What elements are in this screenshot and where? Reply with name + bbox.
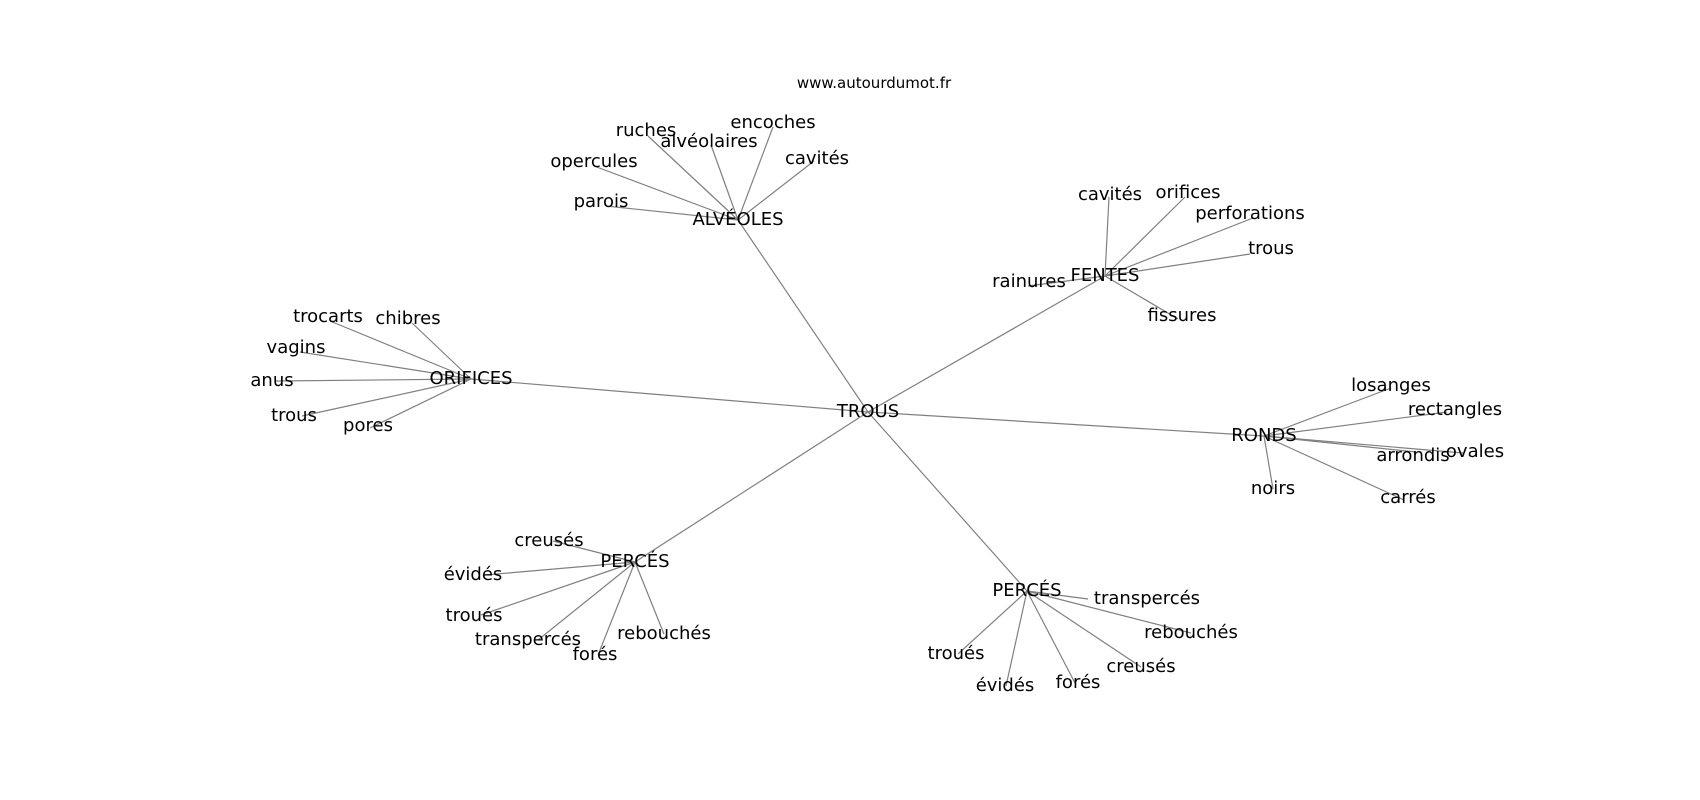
edge-center-fentes <box>867 275 1106 413</box>
edge-perces-right-leaf <box>1026 590 1142 668</box>
leaf-node: noirs <box>1251 478 1295 499</box>
edge-alveoles-leaf <box>647 135 739 221</box>
edge-orifices-leaf <box>301 378 472 417</box>
leaf-node: pores <box>343 415 393 436</box>
leaf-node: orifices <box>1155 182 1220 203</box>
leaf-node: alvéolaires <box>660 131 757 152</box>
edge-fentes-leaf <box>1104 196 1186 277</box>
leaf-node: creusés <box>1106 656 1175 677</box>
hub-node-perces-left: PERCÉS <box>600 550 669 572</box>
edges-layer <box>275 126 1464 687</box>
edge-perces-left-leaf <box>480 561 636 616</box>
leaf-node: losanges <box>1351 375 1431 396</box>
edge-ronds-leaf <box>1263 411 1448 437</box>
labels-layer: www.autourdumot.fr TROUS ALVÉOLES ruchesal… <box>250 74 1504 696</box>
leaf-node: ruches <box>616 120 677 141</box>
leaf-node: trocarts <box>293 306 363 327</box>
leaf-node: transpercés <box>475 629 581 650</box>
edge-fentes-leaf <box>1104 217 1254 277</box>
credit-text: www.autourdumot.fr <box>797 74 952 92</box>
edge-center-alveoles <box>737 219 869 413</box>
edge-center-perces-right <box>867 411 1028 592</box>
leaf-node: vagins <box>267 337 326 358</box>
hub-node-perces-right: PERCÉS <box>992 579 1061 601</box>
edge-perces-right-leaf <box>1005 590 1028 687</box>
edge-fentes-leaf <box>1104 253 1251 277</box>
leaf-node: carrés <box>1380 487 1435 508</box>
leaf-node: chibres <box>375 308 440 329</box>
leaf-node: rebouchés <box>617 623 711 644</box>
leaf-node: rectangles <box>1408 399 1502 420</box>
edge-perces-left-leaf <box>537 561 636 641</box>
edge-fentes-leaf <box>1027 275 1106 287</box>
edge-orifices-leaf <box>299 351 472 380</box>
leaf-node: parois <box>574 191 629 212</box>
edge-ronds-leaf <box>1263 387 1392 437</box>
hub-node-orifices: ORIFICES <box>429 368 512 389</box>
edge-perces-left-leaf <box>597 561 636 656</box>
edge-fentes-leaf <box>1104 196 1110 277</box>
edge-orifices-leaf <box>411 322 472 380</box>
leaf-node: rebouchés <box>1144 622 1238 643</box>
leaf-node: anus <box>250 370 293 391</box>
edge-center-perces-left <box>634 411 869 563</box>
edge-perces-left-leaf <box>552 540 636 563</box>
edge-center-orifices <box>470 378 869 413</box>
edge-ronds-leaf <box>1263 435 1464 454</box>
edge-alveoles-leaf <box>737 126 774 221</box>
edge-perces-right-leaf <box>1026 590 1192 634</box>
leaf-node: perforations <box>1195 203 1305 224</box>
edge-ronds-leaf <box>1263 435 1274 490</box>
edge-alveoles-leaf <box>605 205 739 221</box>
leaf-node: encoches <box>730 112 815 133</box>
edge-perces-left-leaf <box>484 561 636 576</box>
leaf-node: fissures <box>1148 305 1217 326</box>
leaf-node: forés <box>573 644 618 665</box>
edge-ronds-leaf <box>1263 435 1405 501</box>
leaf-node: trous <box>271 405 317 426</box>
edge-perces-right-leaf <box>1026 590 1089 600</box>
leaf-node: cavités <box>785 148 849 169</box>
hub-node-ronds: RONDS <box>1231 425 1296 446</box>
hub-node-fentes: FENTES <box>1071 265 1140 286</box>
leaf-node: arrondis <box>1376 445 1449 466</box>
leaf-node: opercules <box>550 151 637 172</box>
leaf-node: rainures <box>992 271 1066 292</box>
edge-orifices-leaf <box>369 378 472 429</box>
leaf-node: forés <box>1056 672 1101 693</box>
edge-perces-right-leaf <box>957 590 1028 655</box>
leaf-node: troués <box>928 643 985 664</box>
edge-perces-right-leaf <box>1026 590 1076 684</box>
hub-node-alveoles: ALVÉOLES <box>692 208 783 230</box>
leaf-node: troués <box>446 605 503 626</box>
edge-perces-left-leaf <box>634 561 665 635</box>
leaf-node: creusés <box>514 530 583 551</box>
leaf-node: trous <box>1248 238 1294 259</box>
edge-orifices-leaf <box>329 320 472 380</box>
leaf-node: ovales <box>1446 441 1504 462</box>
leaf-node: transpercés <box>1094 588 1200 609</box>
edge-center-ronds <box>867 411 1265 437</box>
leaf-node: évidés <box>976 675 1035 696</box>
leaf-node: évidés <box>444 564 503 585</box>
leaf-node: cavités <box>1078 184 1142 205</box>
edge-fentes-leaf <box>1104 275 1179 320</box>
center-node: TROUS <box>836 401 899 422</box>
edge-orifices-leaf <box>275 378 472 382</box>
edge-alveoles-leaf <box>710 144 739 221</box>
edge-alveoles-leaf <box>593 165 739 221</box>
edge-alveoles-leaf <box>737 160 815 221</box>
